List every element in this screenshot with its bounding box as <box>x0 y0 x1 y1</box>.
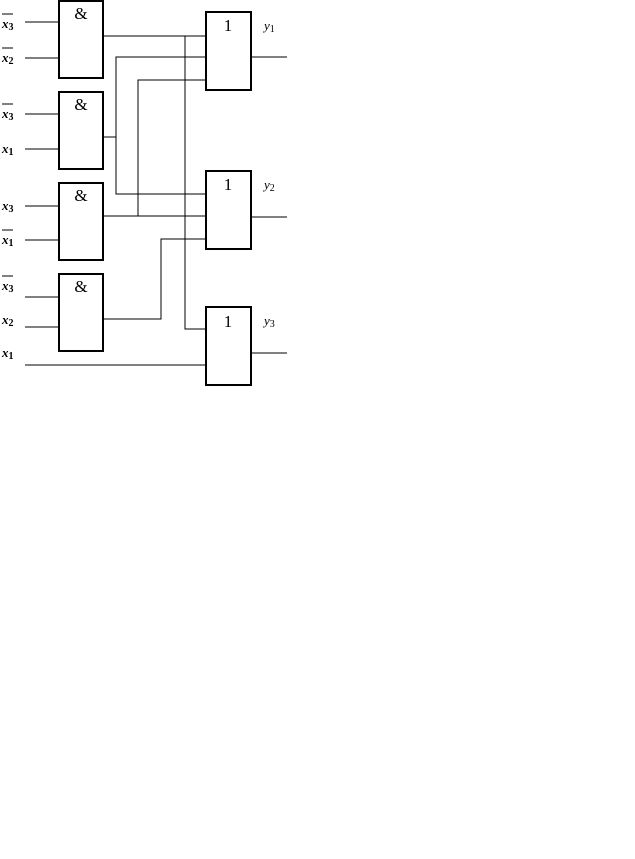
input-label-text: x2 <box>1 50 14 67</box>
input-labels: x3 x2 x3 x1 x3 x1 x3 x2 <box>1 13 14 362</box>
and-gate: & <box>58 91 104 170</box>
and-gate-symbol: & <box>74 4 87 23</box>
wires <box>25 21 287 366</box>
and-gate-symbol: & <box>74 95 87 114</box>
input-label: x1 <box>1 229 14 249</box>
or-gate: 1 <box>205 306 252 386</box>
input-label: x3 <box>1 198 14 215</box>
or-gate: 1 <box>205 170 252 250</box>
or-gate-box <box>205 11 252 91</box>
input-label-text: x1 <box>1 141 14 158</box>
and-gate: & <box>58 0 104 79</box>
input-label-text: x1 <box>1 345 14 362</box>
or-gate-box <box>205 170 252 250</box>
input-label: x1 <box>1 141 14 158</box>
or-gate: 1 <box>205 11 252 91</box>
and3-to-or1-wire <box>137 79 206 216</box>
input-label: x1 <box>1 345 14 362</box>
and-gate: & <box>58 182 104 261</box>
input-label-text: x1 <box>1 232 14 249</box>
output-labels: y1 y2 y3 <box>262 18 275 330</box>
input-label-text: x3 <box>1 16 14 33</box>
or-gate-symbol: 1 <box>224 312 233 331</box>
and2-to-or2-wire <box>115 137 206 195</box>
or-gate-symbol: 1 <box>224 175 233 194</box>
and-gate-box <box>58 91 104 170</box>
input-label-text: x3 <box>1 106 14 123</box>
and2-to-or1-wire <box>115 56 206 137</box>
and-gate: & <box>58 273 104 352</box>
and-gate-box <box>58 182 104 261</box>
or-gate-box <box>205 306 252 386</box>
input-label: x2 <box>1 47 14 67</box>
and-gate-symbol: & <box>74 277 87 296</box>
input-label: x3 <box>1 13 14 33</box>
input-label: x3 <box>1 275 14 295</box>
output-label: y1 <box>262 18 275 35</box>
input-label: x3 <box>1 103 14 123</box>
input-label-text: x2 <box>1 312 14 329</box>
and1-to-or3-wire <box>184 36 206 330</box>
output-label: y3 <box>262 313 275 330</box>
and4-to-or2-wire <box>103 238 206 320</box>
and-gate-box <box>58 273 104 352</box>
input-label: x2 <box>1 312 14 329</box>
or-gate-symbol: 1 <box>224 16 233 35</box>
input-label-text: x3 <box>1 198 14 215</box>
and-gate-symbol: & <box>74 186 87 205</box>
output-label: y2 <box>262 177 275 194</box>
and-gate-box <box>58 0 104 79</box>
input-label-text: x3 <box>1 278 14 295</box>
